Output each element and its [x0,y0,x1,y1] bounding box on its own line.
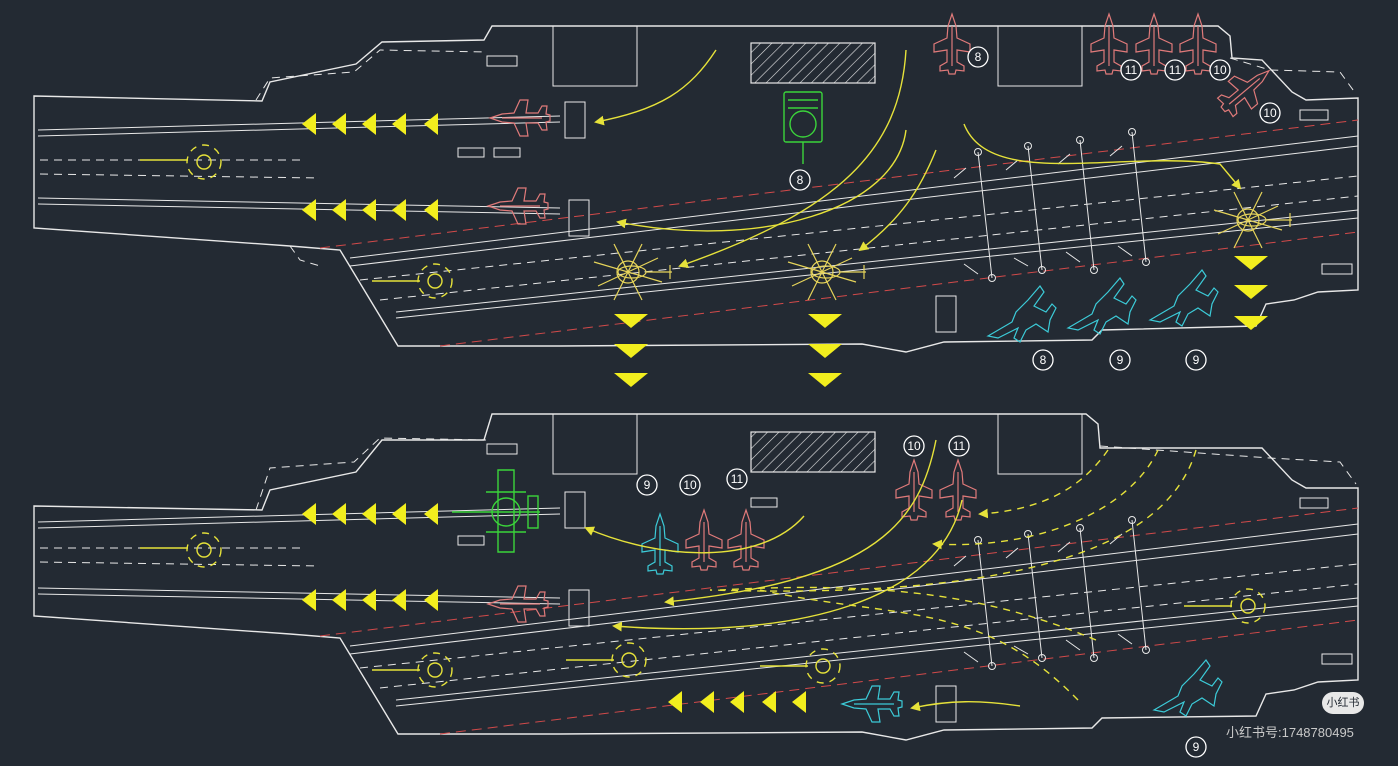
island-block-top-2 [997,25,1083,87]
launch-chevrons-bottom-3 [668,691,806,713]
svg-text:10: 10 [907,439,921,453]
svg-text:8: 8 [975,50,982,64]
svg-text:10: 10 [1213,63,1227,77]
position-badge: 8 [1032,349,1054,371]
island-block-bottom-1 [552,413,638,475]
svg-text:10: 10 [1263,106,1277,120]
jet-icon [1153,659,1223,717]
svg-text:11: 11 [953,439,966,453]
early-warning-aircraft-icon [783,91,823,164]
jet-icon [487,187,549,225]
watermark-logo: 小红书 [1322,692,1364,714]
direction-triangles-top [614,256,1268,387]
position-badge: 10 [1259,102,1281,124]
jet-icon [727,509,765,571]
position-badge: 9 [1185,349,1207,371]
early-warning-aircraft-icon [452,469,540,553]
jet-icon [841,685,903,723]
top-deck [33,13,1359,387]
bottom-deck-outline [33,413,1359,741]
jet-icon [641,513,679,575]
top-position-badges: 8 11 11 10 10 8 8 9 9 [789,46,1281,371]
bottom-deck [33,413,1359,741]
arresting-wires-bottom [953,516,1150,670]
jet-icon [987,285,1057,343]
position-badge: 11 [726,468,748,490]
jet-icon [933,13,971,75]
top-deck-outline [33,25,1359,353]
island-block-top-1 [552,25,638,87]
jet-icon [1149,269,1219,327]
position-badge: 10 [1209,59,1231,81]
elevator-hatch-top [750,42,876,84]
helicopter-icon [593,243,673,301]
position-badge: 9 [1109,349,1131,371]
launch-chevrons-top-1 [302,113,438,135]
island-block-bottom-2 [997,413,1083,475]
svg-text:8: 8 [797,173,804,187]
position-badge: 9 [1185,736,1207,758]
position-badge: 11 [1164,59,1186,81]
helicopter-icon [1213,191,1293,249]
svg-text:11: 11 [1125,63,1138,77]
jet-icon [939,459,977,521]
watermark-text: 小红书号:1748780495 [1226,725,1354,740]
jet-icon [685,509,723,571]
jet-icon [895,459,933,521]
position-badge: 11 [948,435,970,457]
elevator-hatch-bottom [750,431,876,473]
position-badge: 9 [636,474,658,496]
svg-text:9: 9 [1117,353,1124,367]
launch-chevrons-bottom-2 [302,589,438,611]
position-badge: 8 [967,46,989,68]
svg-text:11: 11 [731,472,744,486]
position-badge: 11 [1120,59,1142,81]
position-badge: 8 [789,169,811,191]
svg-text:9: 9 [1193,740,1200,754]
svg-text:8: 8 [1040,353,1047,367]
jet-icon [487,585,549,623]
svg-text:10: 10 [683,478,697,492]
svg-text:9: 9 [1193,353,1200,367]
position-badge: 10 [679,474,701,496]
bottom-position-badges: 9 10 11 10 11 9 [636,435,1207,758]
svg-text:9: 9 [644,478,651,492]
arresting-wires-top [953,128,1150,282]
jet-icon [1067,277,1137,335]
svg-text:11: 11 [1169,63,1182,77]
launch-chevrons-top-2 [302,199,438,221]
position-badge: 10 [903,435,925,457]
